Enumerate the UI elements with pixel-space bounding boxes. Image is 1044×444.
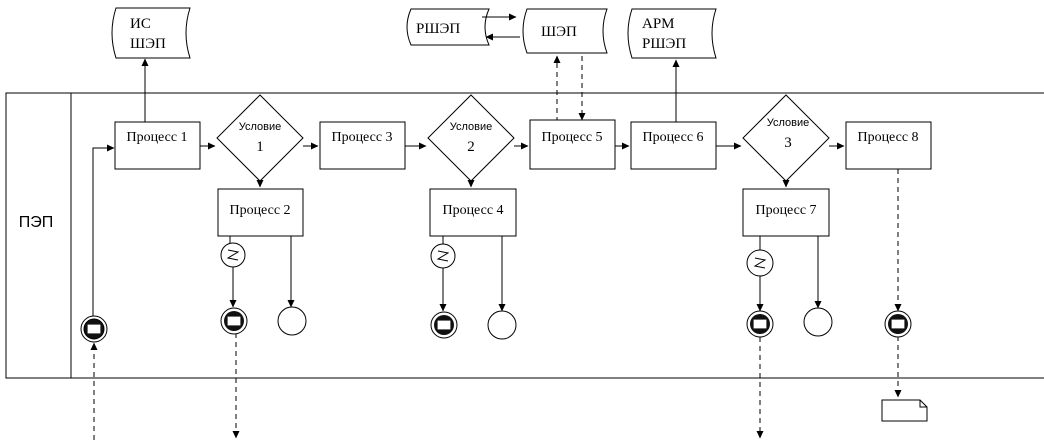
storage-is-shep-line2: ШЭП [130,36,166,52]
timer-event-2 [220,242,246,268]
process-6-label: Процесс 6 [642,130,703,145]
document-icon [881,399,928,422]
condition-3: Условие 3 [742,94,830,182]
sequence-flows [92,142,902,318]
process-4-label: Процесс 4 [442,203,503,218]
process-4: Процесс 4 [429,188,517,237]
condition-3-number: 3 [784,135,792,151]
condition-2: Условие 2 [427,94,515,182]
message-flows [90,333,902,440]
process-7: Процесс 7 [742,188,830,237]
storage-arm-rshep: АРМ РШЭП [627,8,717,59]
process-8: Процесс 8 [845,121,932,170]
process-6: Процесс 6 [630,121,717,170]
storage-arm-rshep-line2: РШЭП [642,36,686,52]
flow-start-to-p1 [92,144,115,318]
end-event-icon [487,310,517,340]
output-document [881,399,928,422]
condition-2-title: Условие [450,121,493,133]
storage-rshep-label: РШЭП [416,21,460,37]
message-event-2 [220,307,248,335]
lane-border [5,92,1044,379]
storage-is-shep-line1: ИС [130,16,151,32]
condition-3-title: Условие [767,117,810,129]
message-event-4 [430,311,458,339]
lane-label: ПЭП [19,214,54,231]
end-event-icon [803,307,833,337]
end-event-icon [277,306,307,336]
process-5: Процесс 5 [529,119,616,170]
storage-arm-rshep-line1: АРМ [642,16,675,32]
process-3: Процесс 3 [319,121,406,170]
process-7-label: Процесс 7 [755,203,816,218]
start-message-event [80,315,108,343]
condition-2-number: 2 [467,139,475,155]
process-1: Процесс 1 [114,121,201,170]
storage-is-shep: ИС ШЭП [111,7,191,59]
storage-rshep: РШЭП [406,8,490,46]
storage-shep-label: ШЭП [541,24,577,40]
storage-connectors [141,13,680,122]
timer-event-4 [430,243,456,269]
process-1-label: Процесс 1 [126,130,187,145]
storage-icon [627,8,717,59]
storage-icon [111,7,191,59]
timer-event-7 [746,249,774,277]
swimlane-pep: ПЭП [5,92,1044,379]
process-5-label: Процесс 5 [541,130,602,145]
message-event-8 [884,310,912,338]
process-2-label: Процесс 2 [229,203,290,218]
process-3-label: Процесс 3 [331,130,392,145]
condition-1: Условие 1 [216,94,304,182]
storage-icon [522,8,608,54]
storage-shep: ШЭП [522,8,608,54]
condition-1-title: Условие [239,121,282,133]
message-event-7 [746,310,774,338]
process-8-label: Процесс 8 [857,130,918,145]
condition-1-number: 1 [256,139,264,155]
process-2: Процесс 2 [217,188,304,237]
